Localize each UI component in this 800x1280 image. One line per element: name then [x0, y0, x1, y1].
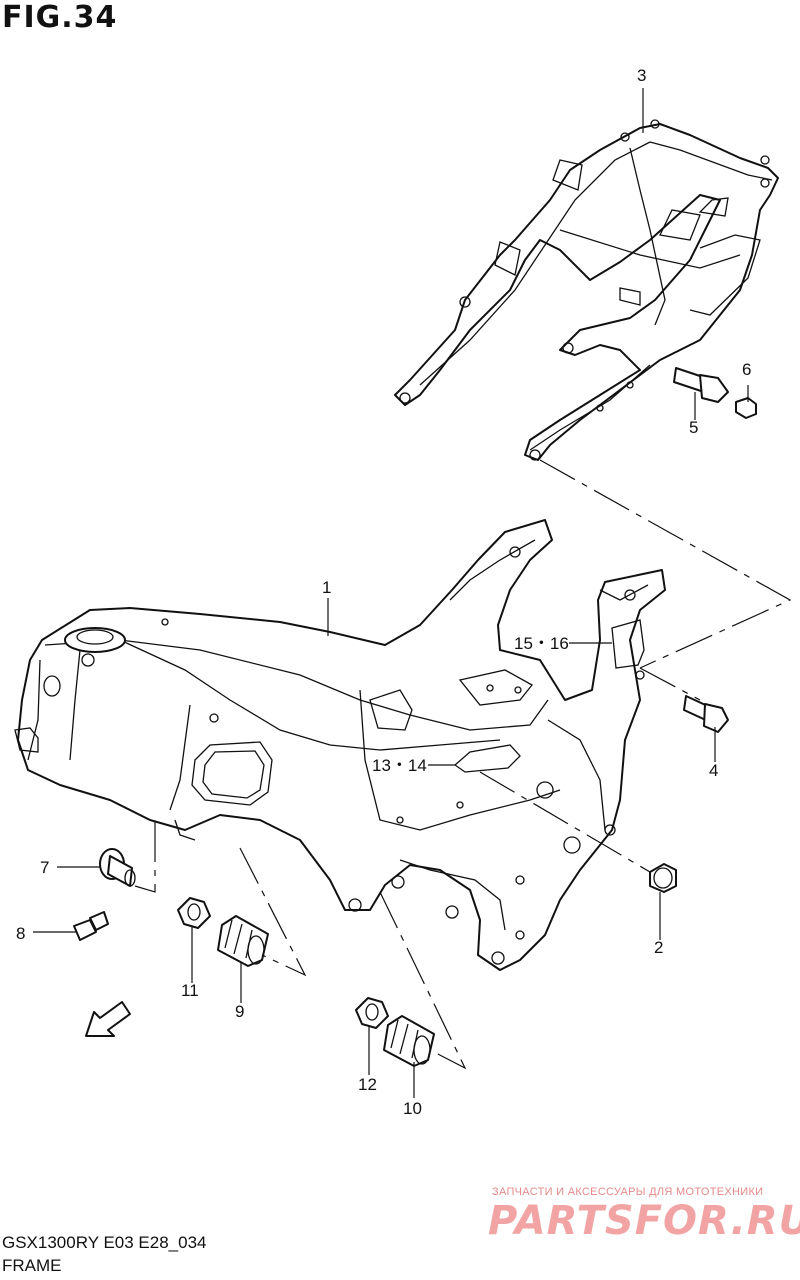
part-2-cap	[649, 863, 677, 893]
part-7-collar-bolt	[99, 848, 136, 887]
callout-7: 7	[40, 858, 49, 877]
watermark-brand: PARTSFOR.RU	[488, 1198, 800, 1244]
callout-4: 4	[709, 761, 718, 780]
callout-6: 6	[742, 360, 751, 379]
main-frame	[14, 519, 666, 971]
watermark-tagline: ЗАПЧАСТИ И АКСЕССУАРЫ ДЛЯ МОТОТЕХНИКИ	[492, 1186, 764, 1198]
callout-5: 5	[689, 418, 698, 437]
callout-12: 12	[358, 1075, 377, 1094]
callout-labels: 1 2 3 4 5 6 7 8 9 10 11 12 13・14 15・16	[16, 66, 751, 1118]
figure-title: FIG.34	[2, 0, 118, 35]
callout-9: 9	[235, 1002, 244, 1021]
callout-3: 3	[637, 66, 646, 85]
callout-15-16: 15・16	[514, 634, 569, 653]
part-10-bushing	[383, 1015, 435, 1067]
part-9-bushing	[217, 915, 269, 967]
part-5-bolt	[673, 367, 729, 403]
seat-rail-subframe	[394, 119, 779, 461]
callout-13-14: 13・14	[372, 756, 427, 775]
callout-10: 10	[403, 1099, 422, 1118]
callout-8: 8	[16, 924, 25, 943]
callout-2: 2	[654, 938, 663, 957]
part-8-small-bolt	[73, 911, 109, 941]
part-6-cap	[735, 397, 757, 419]
part-12-nut	[355, 997, 389, 1029]
callout-11: 11	[181, 981, 199, 1000]
fwd-arrow-icon: FWD	[85, 1001, 131, 1037]
section-name: FRAME	[2, 1256, 62, 1275]
part-4-bolt	[683, 695, 729, 733]
model-code: GSX1300RY E03 E28_034	[2, 1233, 207, 1252]
leader-lines	[33, 88, 792, 1098]
part-11-nut	[177, 897, 211, 929]
callout-1: 1	[322, 578, 331, 597]
